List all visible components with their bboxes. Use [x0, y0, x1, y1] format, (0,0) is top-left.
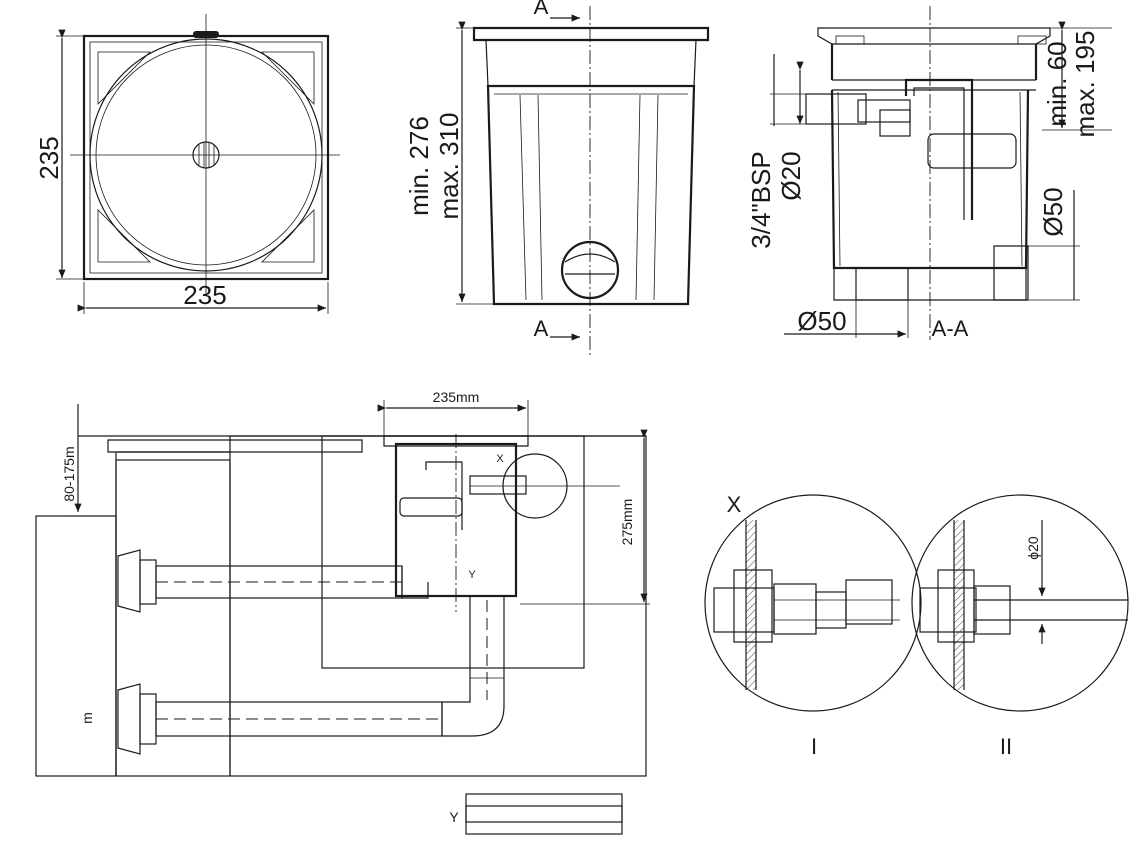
top-view: 235 235: [34, 14, 340, 314]
front-view-min-height: min. 276: [404, 116, 434, 216]
detail-diameter-label: ϕ20: [1025, 536, 1041, 560]
installation-height: 275mm: [619, 499, 635, 546]
inlet-diameter-dimension: Ø20: [776, 151, 806, 200]
section-title: A-A: [932, 316, 969, 341]
bottom-outlet-diameter: Ø50: [797, 306, 846, 336]
detail-variant-two-label: II: [1000, 734, 1012, 759]
section-mark-bottom: A: [534, 316, 549, 341]
pipe-detail: Y: [449, 793, 623, 835]
detail-callout-y: Y: [468, 569, 476, 581]
lid-min-dimension: min. 60: [1042, 41, 1072, 126]
section-view: 3/4"BSP Ø20 min. 60 max. 195 Ø50 Ø50 A-A: [746, 6, 1112, 341]
pipe-detail-label: Y: [449, 809, 459, 825]
detail-title: X: [727, 492, 742, 517]
top-view-height-dimension: 235: [34, 136, 64, 179]
lid-max-dimension: max. 195: [1070, 31, 1100, 138]
detail-callout-x: X: [496, 453, 504, 465]
section-mark-top: A: [534, 0, 549, 19]
installation-top-width: 235mm: [433, 389, 480, 405]
installation-view: X Y 235mm 80-175m 275mm m: [35, 389, 650, 777]
installation-depth: 80-175m: [61, 446, 77, 501]
detail-view: X I ϕ20 II: [704, 492, 1129, 759]
top-view-width-dimension: 235: [183, 280, 226, 310]
front-view-max-height: max. 310: [434, 113, 464, 220]
thread-dimension: 3/4"BSP: [746, 151, 776, 248]
side-outlet-diameter: Ø50: [1038, 187, 1068, 236]
water-label: m: [79, 712, 95, 724]
front-view: A A min. 276 max. 310: [404, 0, 710, 358]
detail-variant-one-label: I: [811, 734, 817, 759]
